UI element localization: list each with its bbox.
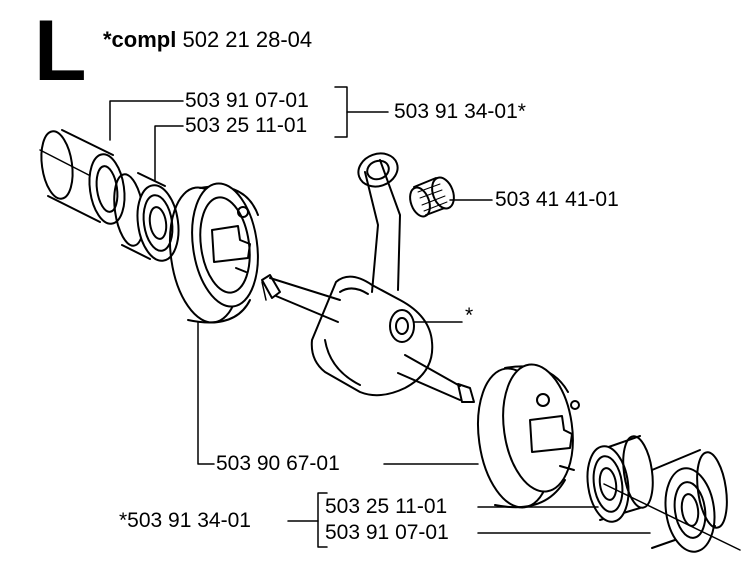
- part-number-bearing-right: 503 25 11-01: [325, 495, 448, 518]
- crank-axis-line-right: [603, 483, 741, 551]
- part-number-seal-right: 503 91 07-01: [325, 521, 449, 544]
- crankcase-half-left: [169, 182, 259, 324]
- part-number-needle-bearing: 503 41 41-01: [495, 188, 619, 211]
- ball-bearing-right: [586, 435, 654, 523]
- part-number-kit-left: 503 91 34-01*: [394, 100, 526, 123]
- ball-bearing-left: [113, 172, 180, 262]
- part-number-kit-right: *503 91 34-01: [119, 509, 251, 532]
- compl-prefix: *compl: [103, 27, 177, 52]
- leader-lines: [109, 86, 651, 548]
- compl-part-number: 502 21 28-04: [182, 27, 313, 52]
- crankshaft: [261, 152, 475, 403]
- complete-assembly-label: *compl 502 21 28-04: [103, 27, 312, 53]
- part-number-bearing-left: 503 25 11-01: [185, 114, 308, 137]
- crankcase-half-right: [477, 363, 580, 509]
- needle-bearing: [409, 176, 455, 218]
- seal-ring-left: [40, 129, 126, 225]
- part-number-crankcase-half: 503 90 67-01: [216, 452, 340, 475]
- part-number-seal-left: 503 91 07-01: [185, 89, 309, 112]
- crankshaft-asterisk: *: [465, 304, 474, 327]
- section-letter: L: [34, 3, 87, 99]
